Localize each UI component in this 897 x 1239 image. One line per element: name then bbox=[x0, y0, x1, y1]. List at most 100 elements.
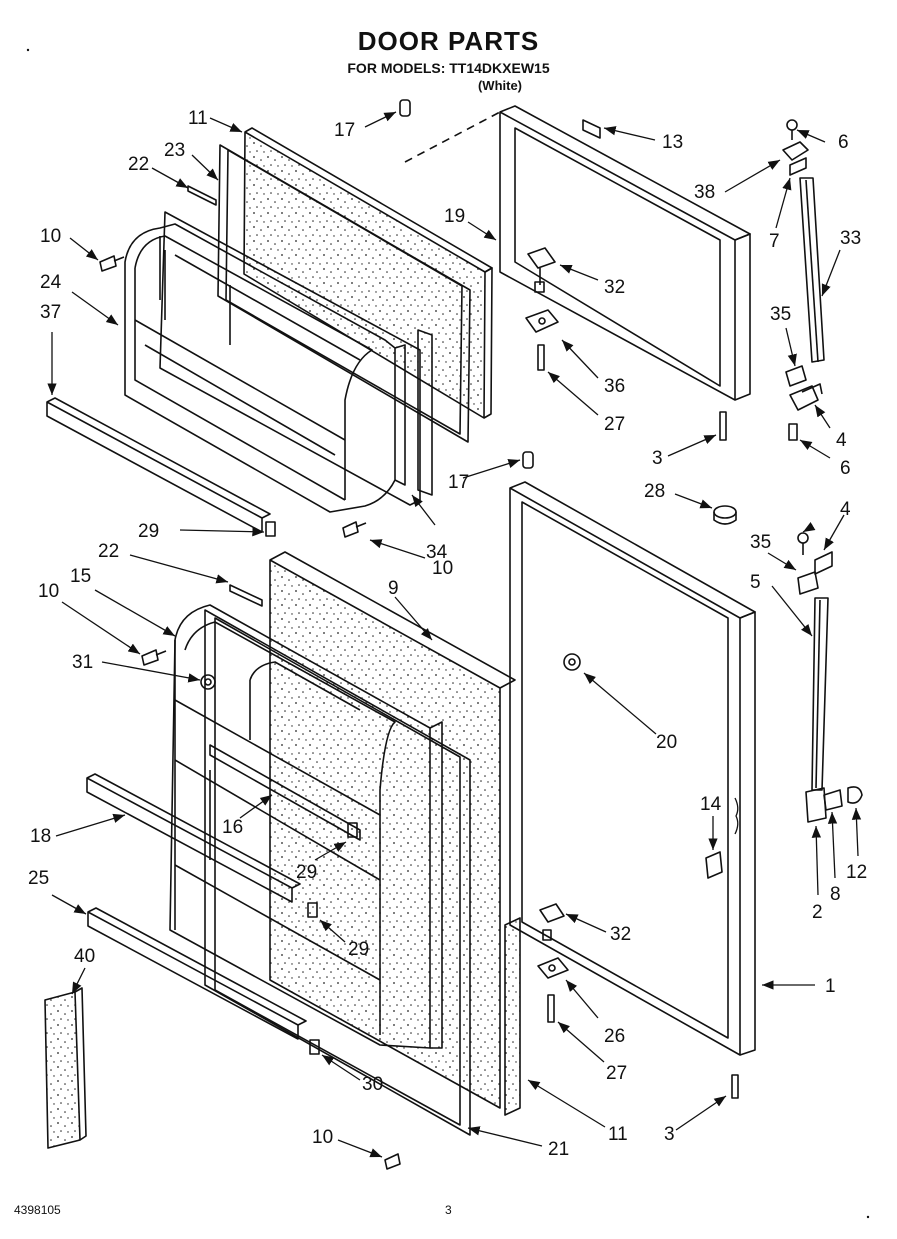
models-line: FOR MODELS: TT14DKXEW15 bbox=[347, 60, 550, 76]
callout-4-upper: 4 bbox=[836, 430, 847, 451]
callout-labels: 11 23 22 17 10 24 37 19 13 32 36 27 3 6 … bbox=[28, 108, 867, 1160]
callout-8: 8 bbox=[830, 884, 841, 905]
screw-27-upper bbox=[537, 344, 545, 371]
callout-27-lower: 27 bbox=[606, 1063, 627, 1084]
fresh-food-gasket-retainer bbox=[229, 584, 263, 607]
callout-10-c: 10 bbox=[38, 581, 59, 602]
callout-22-lower: 22 bbox=[98, 541, 119, 562]
callout-25: 25 bbox=[28, 868, 49, 889]
color-note: (White) bbox=[477, 78, 523, 93]
callout-14: 14 bbox=[700, 794, 722, 815]
fresh-food-insulation-panel bbox=[269, 551, 516, 1109]
callout-6-lower: 6 bbox=[840, 458, 851, 479]
callout-31: 31 bbox=[72, 652, 93, 673]
screw-27-lower bbox=[547, 994, 555, 1023]
callout-29-b: 29 bbox=[296, 862, 317, 883]
callout-23: 23 bbox=[164, 140, 185, 161]
screw-10-c bbox=[141, 649, 167, 666]
screw-3-upper bbox=[719, 411, 727, 441]
callout-17-upper: 17 bbox=[334, 120, 355, 141]
callout-7: 7 bbox=[769, 231, 780, 252]
callout-10-d: 10 bbox=[312, 1127, 333, 1148]
hinge-pin-32-upper bbox=[527, 247, 556, 293]
callout-12: 12 bbox=[846, 862, 867, 883]
callout-4-lower: 4 bbox=[840, 499, 851, 520]
freezer-insulation-panel bbox=[243, 127, 493, 419]
callout-32-upper: 32 bbox=[604, 277, 625, 298]
bracket-14 bbox=[734, 797, 739, 835]
screw-3-lower bbox=[731, 1074, 739, 1099]
fresh-food-side-insulation bbox=[504, 917, 521, 1116]
callout-35-upper: 35 bbox=[770, 304, 791, 325]
page-title: DOOR PARTS bbox=[357, 26, 540, 56]
callout-36: 36 bbox=[604, 376, 625, 397]
hinge-screw-6-upper bbox=[786, 119, 798, 140]
callout-10-b: 10 bbox=[432, 558, 453, 579]
screw-10-d bbox=[384, 1153, 401, 1170]
dairy-rail-16 bbox=[209, 744, 361, 841]
callout-24: 24 bbox=[40, 272, 62, 293]
corner-mark-left bbox=[26, 48, 30, 52]
model-label bbox=[582, 119, 601, 139]
callout-9: 9 bbox=[388, 578, 399, 599]
hinge-screw-6-lower bbox=[797, 532, 809, 555]
handle-screw-12 bbox=[847, 786, 863, 804]
callout-37: 37 bbox=[40, 302, 61, 323]
callout-5: 5 bbox=[750, 572, 761, 593]
handle-top-33 bbox=[799, 177, 825, 363]
shelf-clip-30 bbox=[309, 1039, 320, 1055]
callout-13: 13 bbox=[662, 132, 683, 153]
callout-3-upper: 3 bbox=[652, 448, 663, 469]
callout-2: 2 bbox=[812, 902, 823, 923]
callout-1: 1 bbox=[825, 976, 836, 997]
callout-16: 16 bbox=[222, 817, 243, 838]
handle-screw-upper bbox=[788, 423, 798, 441]
hinge-pin-32-lower bbox=[539, 903, 565, 941]
door-stop-20 bbox=[563, 653, 581, 671]
plug-17-upper bbox=[399, 99, 411, 117]
fresh-food-door-liner bbox=[169, 604, 443, 1049]
callout-30: 30 bbox=[362, 1074, 383, 1095]
plug-28 bbox=[713, 505, 737, 525]
insulation-block-40 bbox=[44, 987, 87, 1149]
handle-end-cap-4-lower bbox=[814, 551, 833, 575]
freezer-gasket-retainer bbox=[187, 185, 217, 206]
callout-15: 15 bbox=[70, 566, 91, 587]
callout-11-upper: 11 bbox=[188, 108, 208, 129]
callout-38: 38 bbox=[694, 182, 715, 203]
freezer-outer-door bbox=[499, 105, 751, 401]
callout-29-c: 29 bbox=[348, 939, 369, 960]
handle-bottom-5 bbox=[811, 597, 829, 791]
callout-32-lower: 32 bbox=[610, 924, 631, 945]
callout-21: 21 bbox=[548, 1139, 569, 1160]
callout-10-a: 10 bbox=[40, 226, 61, 247]
freezer-door-liner bbox=[124, 223, 406, 513]
door-shelf-rail-18 bbox=[86, 773, 301, 903]
callout-20: 20 bbox=[656, 732, 677, 753]
corner-mark-right bbox=[866, 1215, 870, 1219]
door-shelf-rail-25 bbox=[87, 907, 307, 1040]
callout-29-a: 29 bbox=[138, 521, 159, 542]
handle-spacer-35-upper bbox=[785, 365, 807, 387]
callout-18: 18 bbox=[30, 826, 51, 847]
callout-40: 40 bbox=[74, 946, 95, 967]
dairy-knob-31 bbox=[200, 674, 216, 690]
hinge-cover-38 bbox=[782, 141, 809, 176]
fresh-food-outer-door bbox=[509, 481, 756, 1056]
hinge-bushing-36 bbox=[525, 309, 559, 333]
callout-27-upper: 27 bbox=[604, 414, 625, 435]
document-number: 4398105 bbox=[14, 1203, 61, 1217]
screw-10-b bbox=[342, 521, 367, 538]
hinge-bushing-26 bbox=[537, 957, 569, 979]
handle-mount-2 bbox=[805, 787, 827, 823]
callout-22-upper: 22 bbox=[128, 154, 149, 175]
callout-26: 26 bbox=[604, 1026, 625, 1047]
shelf-clip-29-c bbox=[307, 902, 318, 918]
page-number: 3 bbox=[445, 1203, 452, 1217]
handle-end-cap-4-upper bbox=[789, 383, 823, 411]
callout-19: 19 bbox=[444, 206, 465, 227]
callout-35-lower: 35 bbox=[750, 532, 771, 553]
callout-33: 33 bbox=[840, 228, 861, 249]
callout-34: 34 bbox=[426, 542, 448, 563]
